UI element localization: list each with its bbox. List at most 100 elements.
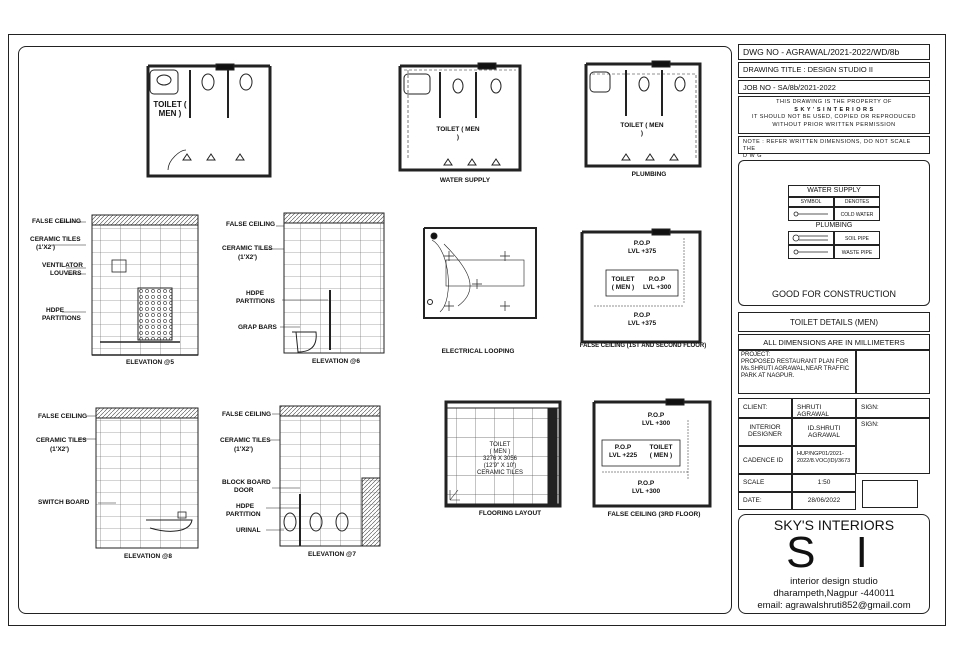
firm-logo: S I (786, 528, 882, 577)
fc1-pop-bot: P.O.P (633, 312, 651, 319)
elev8-switch-board: SWITCH BOARD (38, 499, 90, 506)
plan-toilet-1 (146, 63, 272, 178)
fc1-men: ( MEN ) (611, 284, 635, 291)
fc3-pop-mid: P.O.P (614, 444, 632, 451)
fc3-toilet: TOILET (649, 444, 673, 451)
flooring-caption: FLOORING LAYOUT (478, 510, 542, 517)
sheet-title: TOILET DETAILS (MEN) (738, 312, 930, 332)
elev7-ceramic-tiles: CERAMIC TILES (220, 437, 271, 444)
client-sign: SIGN: (856, 398, 930, 418)
construction-status: GOOD FOR CONSTRUCTION (772, 289, 896, 299)
flooring-l1: TOILET (489, 442, 511, 448)
legend-cold-water: COLD WATER (834, 207, 880, 221)
flooring-l2: ( MEN ) (489, 449, 511, 455)
plan2-label: TOILET ( MEN ) (436, 126, 480, 141)
project-text: PROPOSED RESTAURANT PLAN FOR Ms.SHRUTI A… (741, 359, 850, 379)
fc3-lvl-bot: LVL +300 (631, 488, 661, 495)
elev8-tile-size: (1'X2') (50, 446, 69, 453)
project-label: PROJECT: (741, 352, 771, 358)
legend-cold-water-symbol (788, 207, 834, 221)
legend-soil-pipe: SOIL PIPE (834, 231, 880, 245)
flooring-l4: (12'9" X 10') (483, 463, 517, 469)
elevation-7 (266, 405, 381, 547)
elev6-false-ceiling: FALSE CEILING (226, 221, 276, 228)
legend-waste-pipe-symbol (788, 245, 834, 259)
firm-name: SKY'S INTERIORS (773, 517, 895, 533)
designer-label: INTERIOR DESIGNER (738, 418, 792, 446)
false-ceiling-3rd (592, 398, 712, 508)
fc3-pop-bot: P.O.P (637, 480, 655, 487)
property-line-2: S K Y ' S I N T E R I O R S (794, 106, 874, 113)
elev5-louvers: LOUVERS (50, 270, 82, 277)
elev7-false-ceiling: FALSE CEILING (222, 411, 272, 418)
plan-toilet-water-supply (398, 62, 522, 172)
note-line-1: NOTE : REFER WRITTEN DIMENSIONS, DO NOT … (743, 139, 911, 152)
firm-address: dharampeth,Nagpur -440011 (773, 588, 895, 599)
elev5-ceramic-tiles: CERAMIC TILES (30, 236, 81, 243)
plan3-label: TOILET ( MEN ) (620, 122, 664, 137)
legend-symbol-header: SYMBOL (788, 197, 834, 207)
drawing-area-border (18, 46, 732, 614)
plan2-caption: WATER SUPPLY (439, 177, 491, 184)
legend-water-supply: WATER SUPPLY (788, 185, 880, 197)
note-line-2: D W G (743, 153, 762, 159)
electrical-caption: ELECTRICAL LOOPING (441, 348, 515, 355)
legend-box (738, 160, 930, 306)
fc1-lvl-top: LVL +375 (627, 248, 657, 255)
legend-denotes-header: DENOTES (834, 197, 880, 207)
fc1-pop-top: P.O.P (633, 240, 651, 247)
flooring-label: TOILET ( MEN ) 3276 X 3056 (12'9" X 10')… (470, 442, 530, 477)
stamp-box (862, 480, 918, 508)
outer-border (8, 34, 946, 626)
job-no: JOB NO - SA/8b/2021-2022 (738, 80, 930, 94)
elev7-door: DOOR (234, 487, 254, 494)
fc3-men: ( MEN ) (649, 452, 673, 459)
elev6-hdpe: HDPE (246, 290, 265, 297)
scale-label: SCALE (738, 474, 792, 492)
elev6-partitions: PARTITIONS (236, 298, 275, 305)
elev5-hdpe: HDPE (46, 307, 65, 314)
fc1-pop-mid: P.O.P (648, 276, 666, 283)
property-line-1: THIS DRAWING IS THE PROPERTY OF (776, 99, 892, 105)
elev6-caption: ELEVATION @6 (312, 358, 360, 365)
elev6-tile-size: (1'X2') (238, 254, 257, 261)
false-ceiling-1st-2nd (580, 228, 702, 344)
elevation-8 (78, 407, 199, 549)
elevation-5 (54, 214, 199, 356)
legend-soil-pipe-symbol (788, 231, 834, 245)
elev7-partition: PARTITION (226, 511, 261, 518)
electrical-looping (423, 227, 537, 319)
elev5-partitions: PARTITIONS (42, 315, 81, 322)
legend-symbols (792, 211, 828, 255)
fc1-lvl-mid: LVL +300 (642, 284, 672, 291)
scale-note: NOTE : REFER WRITTEN DIMENSIONS, DO NOT … (738, 136, 930, 159)
designer-sign: SIGN: (856, 418, 930, 474)
fc1-lvl-bot: LVL +375 (627, 320, 657, 327)
plan-toilet-plumbing (584, 60, 702, 168)
client-name: SHRUTI AGRAWAL (792, 398, 856, 418)
elev5-tile-size: (1'X2') (36, 244, 55, 251)
elev8-ceramic-tiles: CERAMIC TILES (36, 437, 87, 444)
drawing-title: DRAWING TITLE : DESIGN STUDIO II (738, 62, 930, 78)
flooring-l5: CERAMIC TILES (477, 470, 523, 476)
elev8-false-ceiling: FALSE CEILING (38, 413, 88, 420)
scale-value: 1:50 (792, 474, 856, 492)
project-box: PROJECT: PROPOSED RESTAURANT PLAN FOR Ms… (738, 350, 856, 394)
elev7-tile-size: (1'X2') (234, 446, 253, 453)
elevation-6 (266, 212, 385, 354)
elev5-caption: ELEVATION @5 (126, 359, 174, 366)
property-line-3: IT SHOULD NOT BE USED, COPIED OR REPRODU… (751, 114, 916, 120)
elev7-urinal: URINAL (236, 527, 261, 534)
units-note: ALL DIMENSIONS ARE IN MILLIMETERS (738, 334, 930, 350)
flooring-layout (444, 400, 562, 508)
fc3-lvl-mid: LVL +225 (608, 452, 638, 459)
date-value: 28/06/2022 (792, 492, 856, 510)
legend-waste-pipe: WASTE PIPE (834, 245, 880, 259)
fc3-lvl-top: LVL +300 (641, 420, 671, 427)
elev5-ventilator: VENTILATOR (42, 262, 83, 269)
elev7-block-board: BLOCK BOARD (222, 479, 271, 486)
cadence-label: CADENCE ID (738, 446, 792, 474)
project-side-box (856, 350, 930, 394)
